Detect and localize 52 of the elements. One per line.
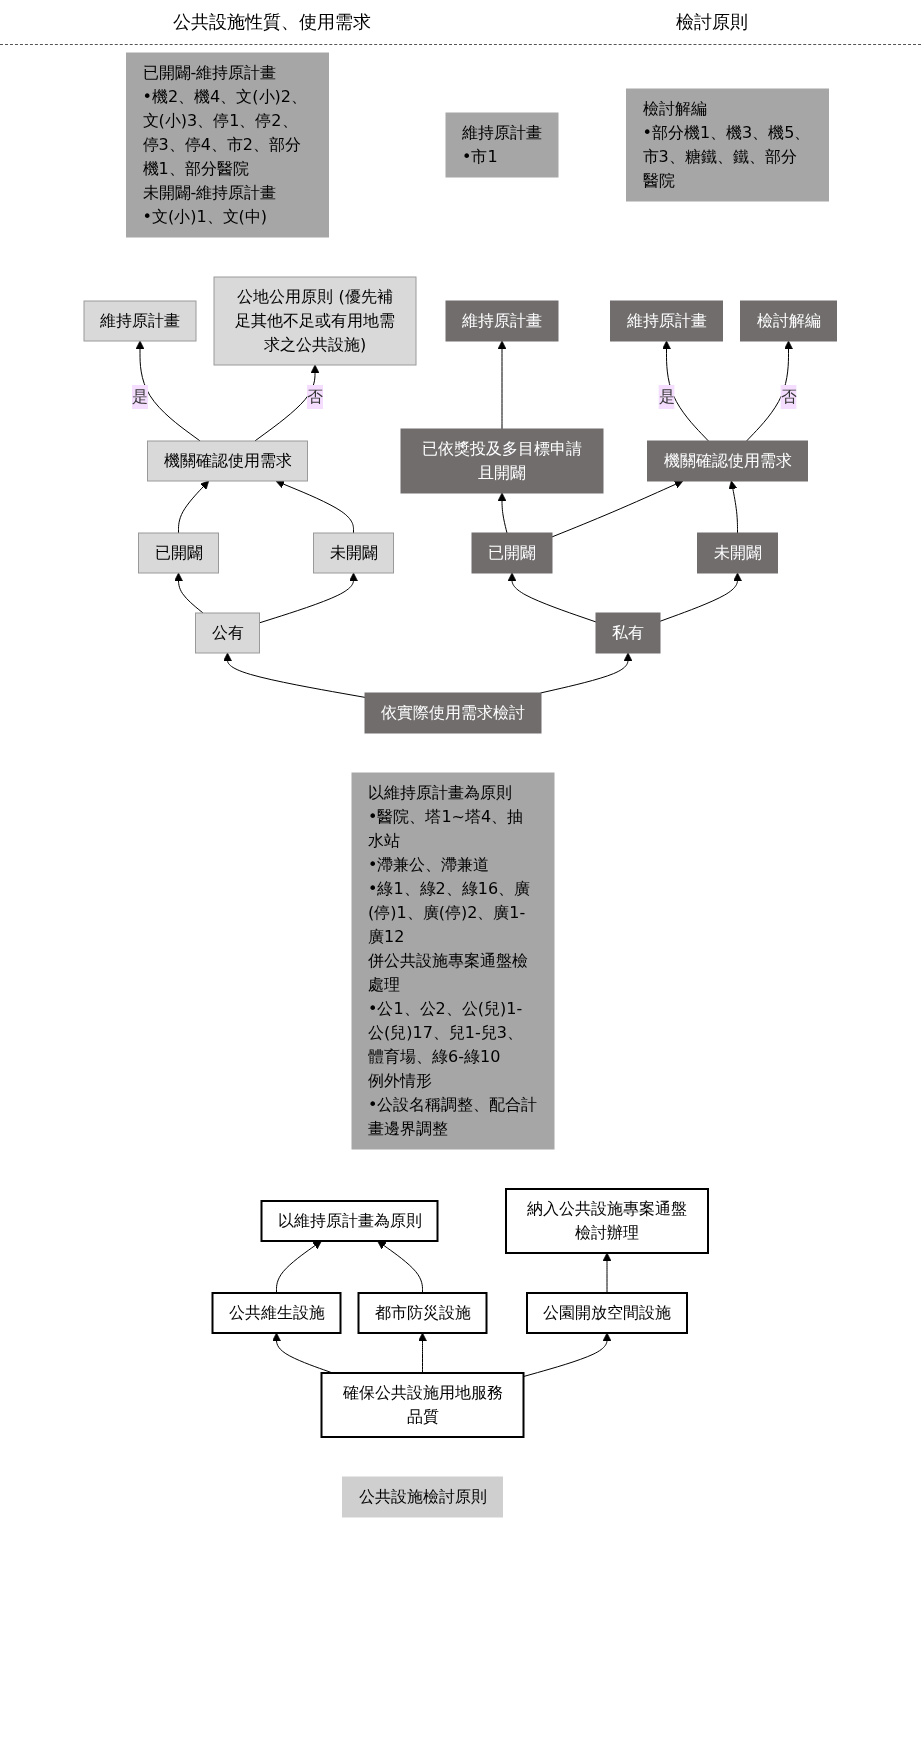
node-box: 公有 [195,612,261,654]
arrow [497,340,507,430]
node-box: 維持原計畫 [610,300,724,342]
node-box: 已依獎投及多目標申請且開闢 [400,428,604,494]
node-box: 未開闢 [313,532,395,574]
arrow [377,1240,424,1294]
arrow [662,340,710,442]
node-box: 確保公共設施用地服務品質 [320,1372,525,1438]
arrow [174,572,204,614]
arrow [659,572,743,622]
node-box: 維持原計畫 [445,300,559,342]
arrow [746,340,794,442]
node-box: 公共維生設施 [211,1292,342,1334]
node-box: 檢討解編 [740,300,838,342]
arrow [276,1240,323,1294]
edge-label: 是 [658,387,675,406]
node-box: 公共設施檢討原則 [342,1476,504,1518]
arrow [507,572,597,623]
arrow [254,364,320,442]
node-box: 私有 [595,612,661,654]
column-heading: 檢討原則 [676,10,749,34]
edge-label: 否 [307,387,324,406]
arrow [728,480,739,534]
arrow [259,572,359,624]
edge-label: 否 [780,387,797,406]
node-box: 維持原計畫 •市1 [445,112,559,178]
column-heading: 公共設施性質、使用需求 [172,10,371,34]
arrow [523,1332,612,1378]
node-box: 機關確認使用需求 [147,440,309,482]
arrow [178,480,210,534]
node-box: 公地公用原則 (優先補足其他不足或有用地需求之公共設施) [213,276,417,366]
node-box: 機關確認使用需求 [647,440,809,482]
node-box: 都市防災設施 [357,1292,488,1334]
arrow [497,492,508,534]
node-box: 已開闢 [138,532,220,574]
edge-label: 是 [132,387,149,406]
arrow [135,340,201,442]
node-box: 檢討解編 •部分機1、機3、機5、市3、糖鐵、鐵、部分醫院 [626,88,830,202]
node-box: 未開闢 [697,532,779,574]
node-box: 已開闢-維持原計畫 •機2、機4、文(小)2、文(小)3、停1、停2、停3、停4、市2、部分機1、部分醫院 未開闢-維持原計畫 •文(小)1、文(中) [126,52,330,238]
arrow [602,1252,612,1294]
node-box: 以維持原計畫為原則 •醫院、塔1~塔4、抽水站 •滯兼公、滯兼道 •綠1、綠2、綠16、廣(停)1、廣(停)2、廣1-廣12 併公共設施專案通盤檢處理 •公1、公2、公(兒)1-公(兒)17、兒1-兒3、體育場、綠6-綠10 例外情形 •公設名稱調整、配合計畫邊界調整 [351,772,555,1150]
node-box: 維持原計畫 [83,300,197,342]
node-box: 納入公共設施專案通盤檢討辦理 [505,1188,710,1254]
arrow [418,1332,428,1374]
node-box: 公園開放空間設施 [526,1292,689,1334]
arrow [551,480,684,538]
arrow [540,652,633,694]
arrow [223,652,366,698]
node-box: 以維持原計畫為原則 [260,1200,439,1242]
node-box: 已開闢 [471,532,553,574]
node-box: 依實際使用需求檢討 [364,692,542,734]
